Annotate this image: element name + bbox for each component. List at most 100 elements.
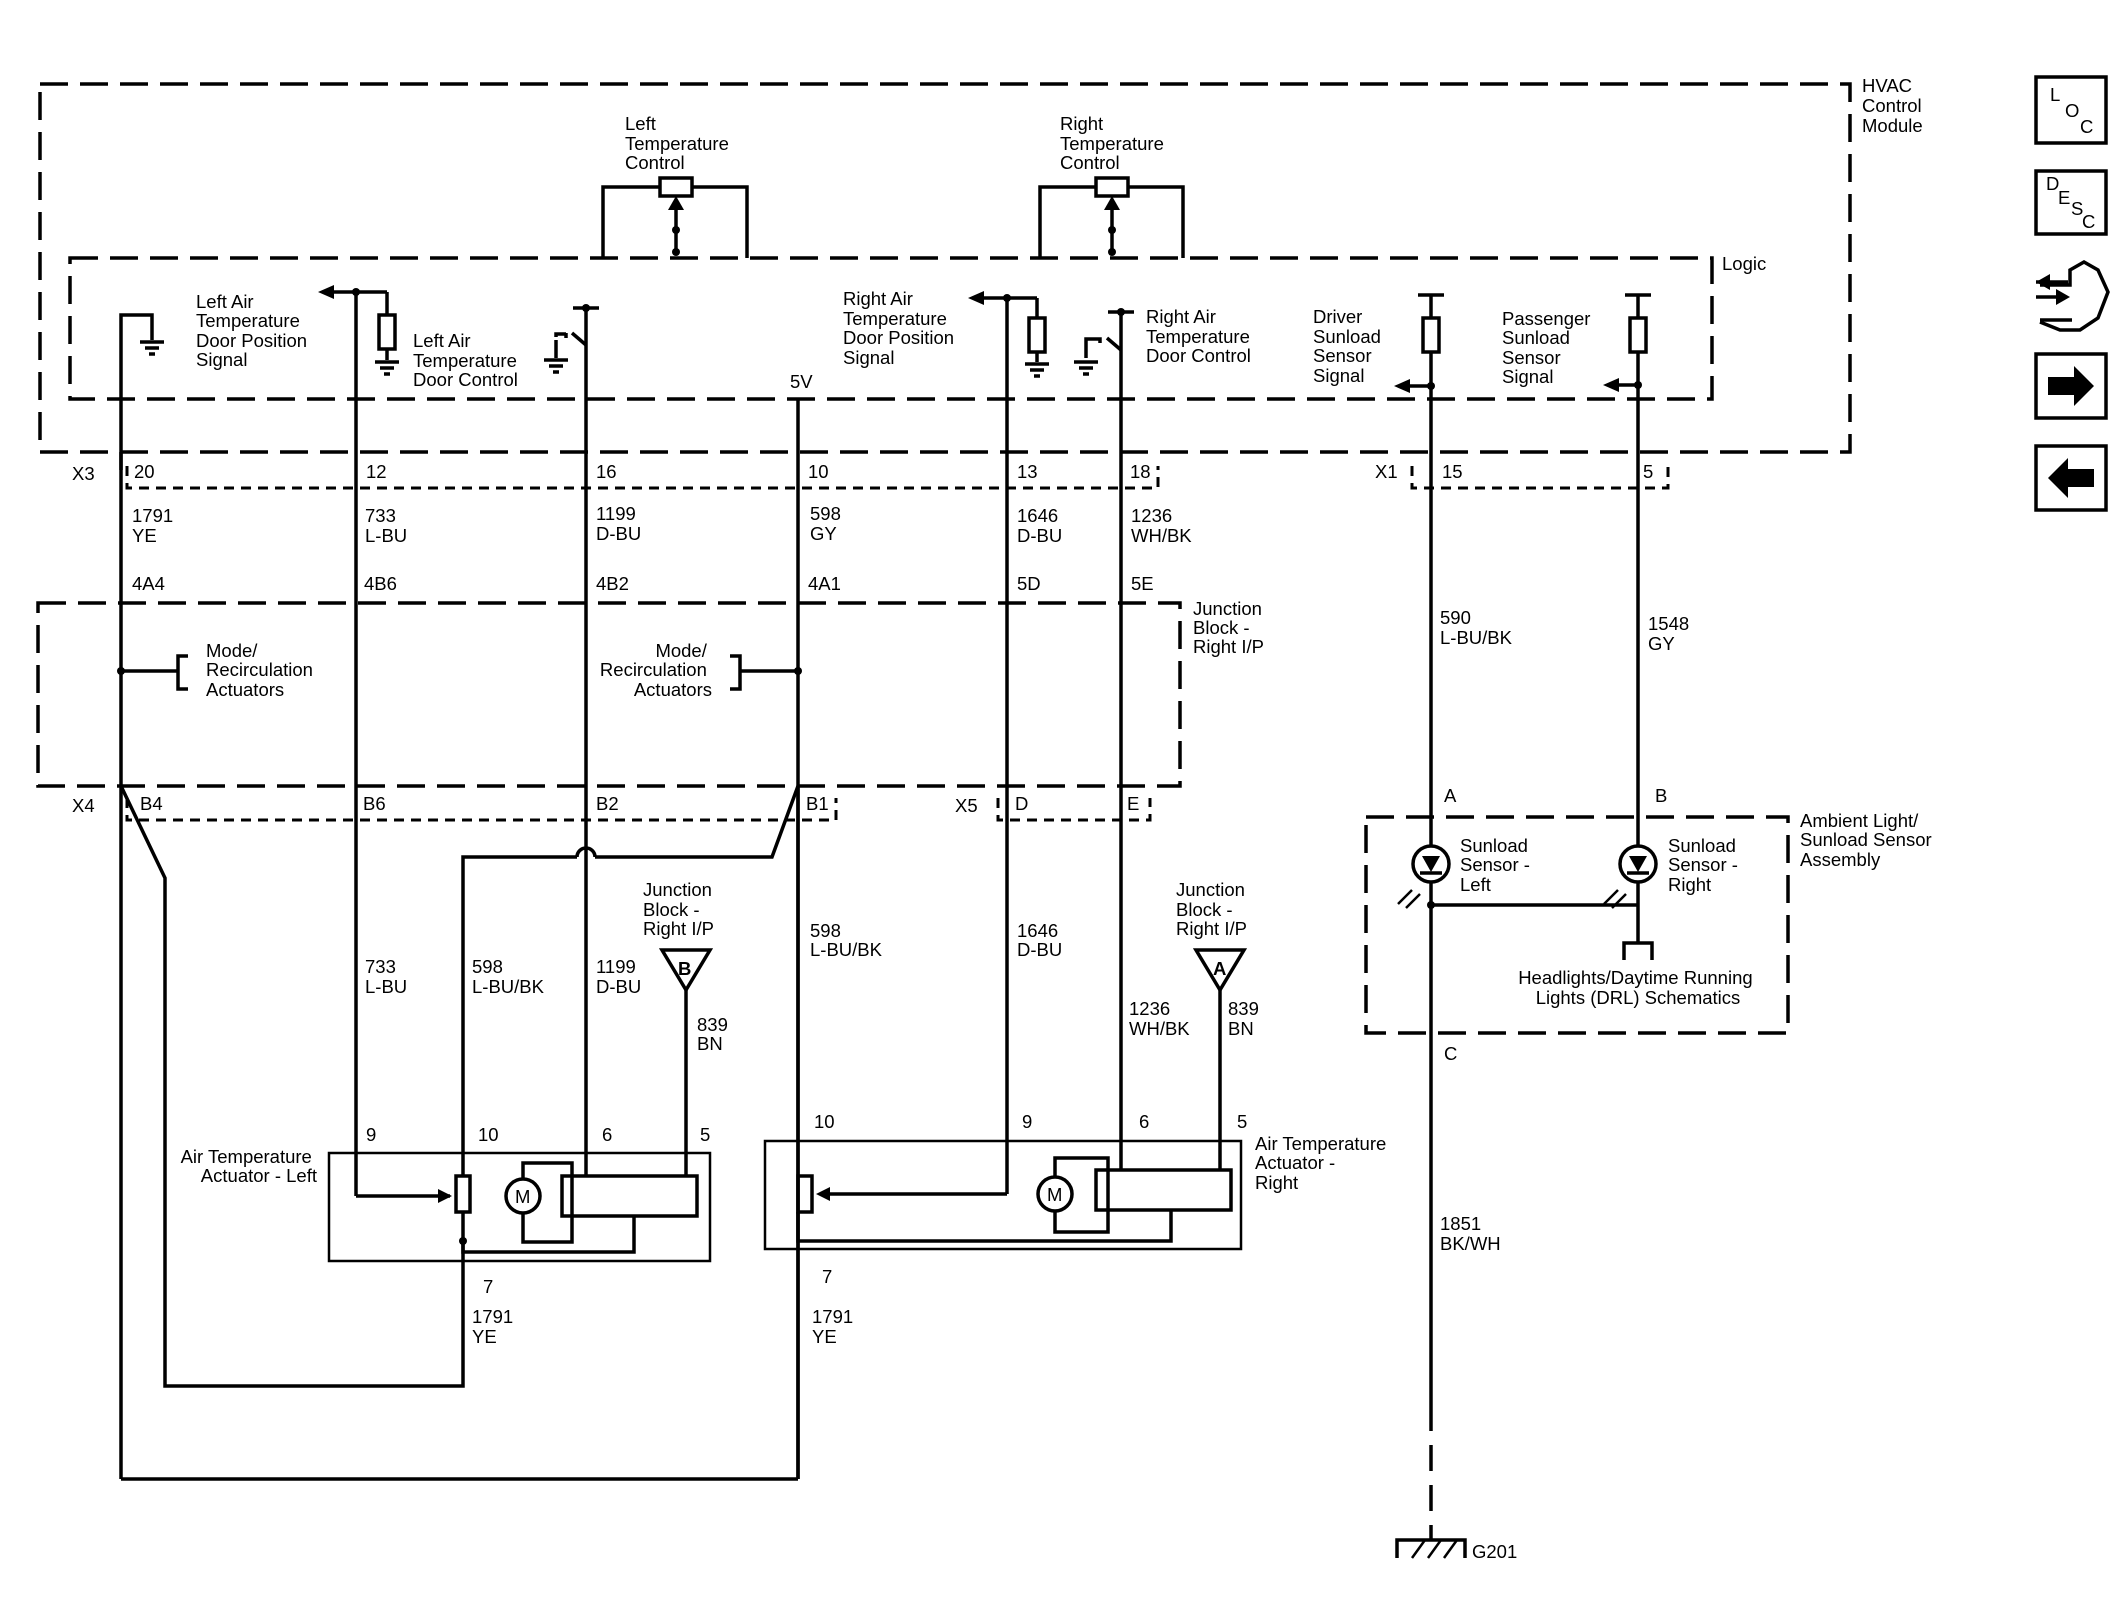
- module-name: HVAC Control Module: [1862, 75, 1927, 136]
- junction-block-right-ip: Junction Block - Right I/P Mode/ Recircu…: [36, 598, 1267, 788]
- left-temperature-control: Left Temperature Control: [601, 113, 749, 258]
- mode-actuators-left: Mode/ Recirculation Actuators: [206, 640, 318, 700]
- hvac-control-module: HVAC Control Module Logic: [38, 75, 1927, 454]
- pin-label: 16: [596, 461, 617, 482]
- right-door-control: Right Air Temperature Door Control: [1074, 306, 1251, 398]
- svg-text:X5: X5: [955, 795, 978, 816]
- pin-label: 7: [822, 1266, 832, 1287]
- pin-label: 18: [1130, 461, 1151, 482]
- air-temp-actuator-right: Air Temperature Actuator - Right 10 9 6 …: [763, 1111, 1391, 1287]
- pin-label: 9: [366, 1124, 376, 1145]
- svg-text:Air Temperature Actuator: Air Temperature Actuator - Left: [181, 1146, 317, 1186]
- pin-label: 10: [814, 1111, 835, 1132]
- nav-loc-button[interactable]: L O C: [2034, 75, 2108, 145]
- pin-label: B4: [140, 793, 163, 814]
- pin-label: B2: [596, 793, 619, 814]
- pin-label: 12: [366, 461, 387, 482]
- svg-text:X4: X4: [72, 795, 95, 816]
- pin-label: 7: [483, 1276, 493, 1297]
- svg-text:C: C: [1444, 1043, 1457, 1064]
- pin-label: B6: [363, 793, 386, 814]
- arrow-right-icon[interactable]: [2034, 352, 2108, 420]
- svg-text:Left Temperature C: Left Temperature Control: [625, 113, 734, 173]
- svg-text:Junction Block - R: Junction Block - Right I/P: [1176, 879, 1250, 939]
- svg-text:Sunload Sensor - R: Sunload Sensor - Right: [1668, 835, 1743, 895]
- pin-label: 10: [808, 461, 829, 482]
- pin-label: 5: [700, 1124, 710, 1145]
- nav-desc-button[interactable]: D E S C: [2034, 169, 2108, 236]
- svg-text:4B6: 4B6: [364, 573, 397, 594]
- logic-label: Logic: [1722, 253, 1766, 274]
- svg-text:4B2: 4B2: [596, 573, 629, 594]
- svg-text:Sunload Sensor - L: Sunload Sensor - Left: [1460, 835, 1535, 895]
- svg-text:S: S: [2071, 198, 2083, 219]
- pin-label: 5: [1237, 1111, 1247, 1132]
- svg-text:4A4: 4A4: [132, 573, 165, 594]
- svg-text:A: A: [1444, 785, 1457, 806]
- svg-text:A: A: [1213, 958, 1226, 979]
- five-volt-label: 5V: [790, 371, 813, 392]
- junction-ref-b: Junction Block - Right I/P B: [643, 879, 714, 1176]
- pin-label: 6: [1139, 1111, 1149, 1132]
- svg-text:4A1: 4A1: [808, 573, 841, 594]
- svg-text:B: B: [1655, 785, 1667, 806]
- svg-text:X3: X3: [72, 463, 95, 484]
- svg-text:M: M: [515, 1186, 530, 1207]
- connector-x3: X3 20 12 16 10 13 18: [72, 461, 1160, 490]
- arrow-left-icon[interactable]: [2034, 444, 2108, 512]
- connector-x5: X5 D E: [955, 793, 1152, 822]
- svg-text:Right Temperature: Right Temperature Control: [1060, 113, 1169, 173]
- pin-label: E: [1127, 793, 1139, 814]
- driver-sunload-signal: Driver Sunload Sensor Signal: [1313, 293, 1444, 398]
- svg-text:O: O: [2065, 100, 2079, 121]
- ground-label: G201: [1472, 1541, 1517, 1562]
- junction-block-pins: 4A4 4B6 4B2 4A1 5D 5E: [132, 573, 1154, 594]
- svg-text:X1: X1: [1375, 461, 1398, 482]
- svg-text:Ambient Light/ Sunload S: Ambient Light/ Sunload Sensor Assembly: [1800, 810, 1937, 870]
- connector-x1: X1 15 5: [1375, 461, 1670, 490]
- left-position-signal: Left Air Temperature Door Position Signa…: [119, 285, 399, 470]
- pin-label: 10: [478, 1124, 499, 1145]
- svg-text:Left Air Temperature: Left Air Temperature Door Control: [413, 330, 522, 390]
- pin-label: 15: [1442, 461, 1463, 482]
- svg-text:Junction Block - R: Junction Block - Right I/P: [1193, 598, 1267, 657]
- connector-x4: X4 B4 B6 B2 B1: [72, 793, 838, 822]
- pin-label: 13: [1017, 461, 1038, 482]
- svg-text:M: M: [1047, 1184, 1062, 1205]
- lower-wires: [119, 785, 800, 1481]
- connector-icon[interactable]: [2036, 259, 2110, 332]
- svg-text:Headlights/Daytime Running: Headlights/Daytime Running Lights (DRL) …: [1518, 967, 1758, 1008]
- svg-text:Passenger Sunload: Passenger Sunload Sensor Signal: [1502, 308, 1596, 387]
- upper-wires: [119, 292, 1640, 1479]
- svg-text:E: E: [2058, 187, 2070, 208]
- pin-label: 20: [134, 461, 155, 482]
- svg-text:5E: 5E: [1131, 573, 1154, 594]
- svg-text:Left Air Temperature: Left Air Temperature Door Position Signa…: [196, 291, 312, 370]
- svg-text:Right Air Temperature: Right Air Temperature Door Position Sign…: [843, 288, 959, 368]
- pin-label: 9: [1022, 1111, 1032, 1132]
- svg-text:D: D: [2046, 173, 2059, 194]
- svg-text:Driver Sunload Sen: Driver Sunload Sensor Signal: [1313, 306, 1386, 386]
- svg-text:Air Temperature Actuator: Air Temperature Actuator - Right: [1255, 1133, 1391, 1193]
- svg-text:5D: 5D: [1017, 573, 1041, 594]
